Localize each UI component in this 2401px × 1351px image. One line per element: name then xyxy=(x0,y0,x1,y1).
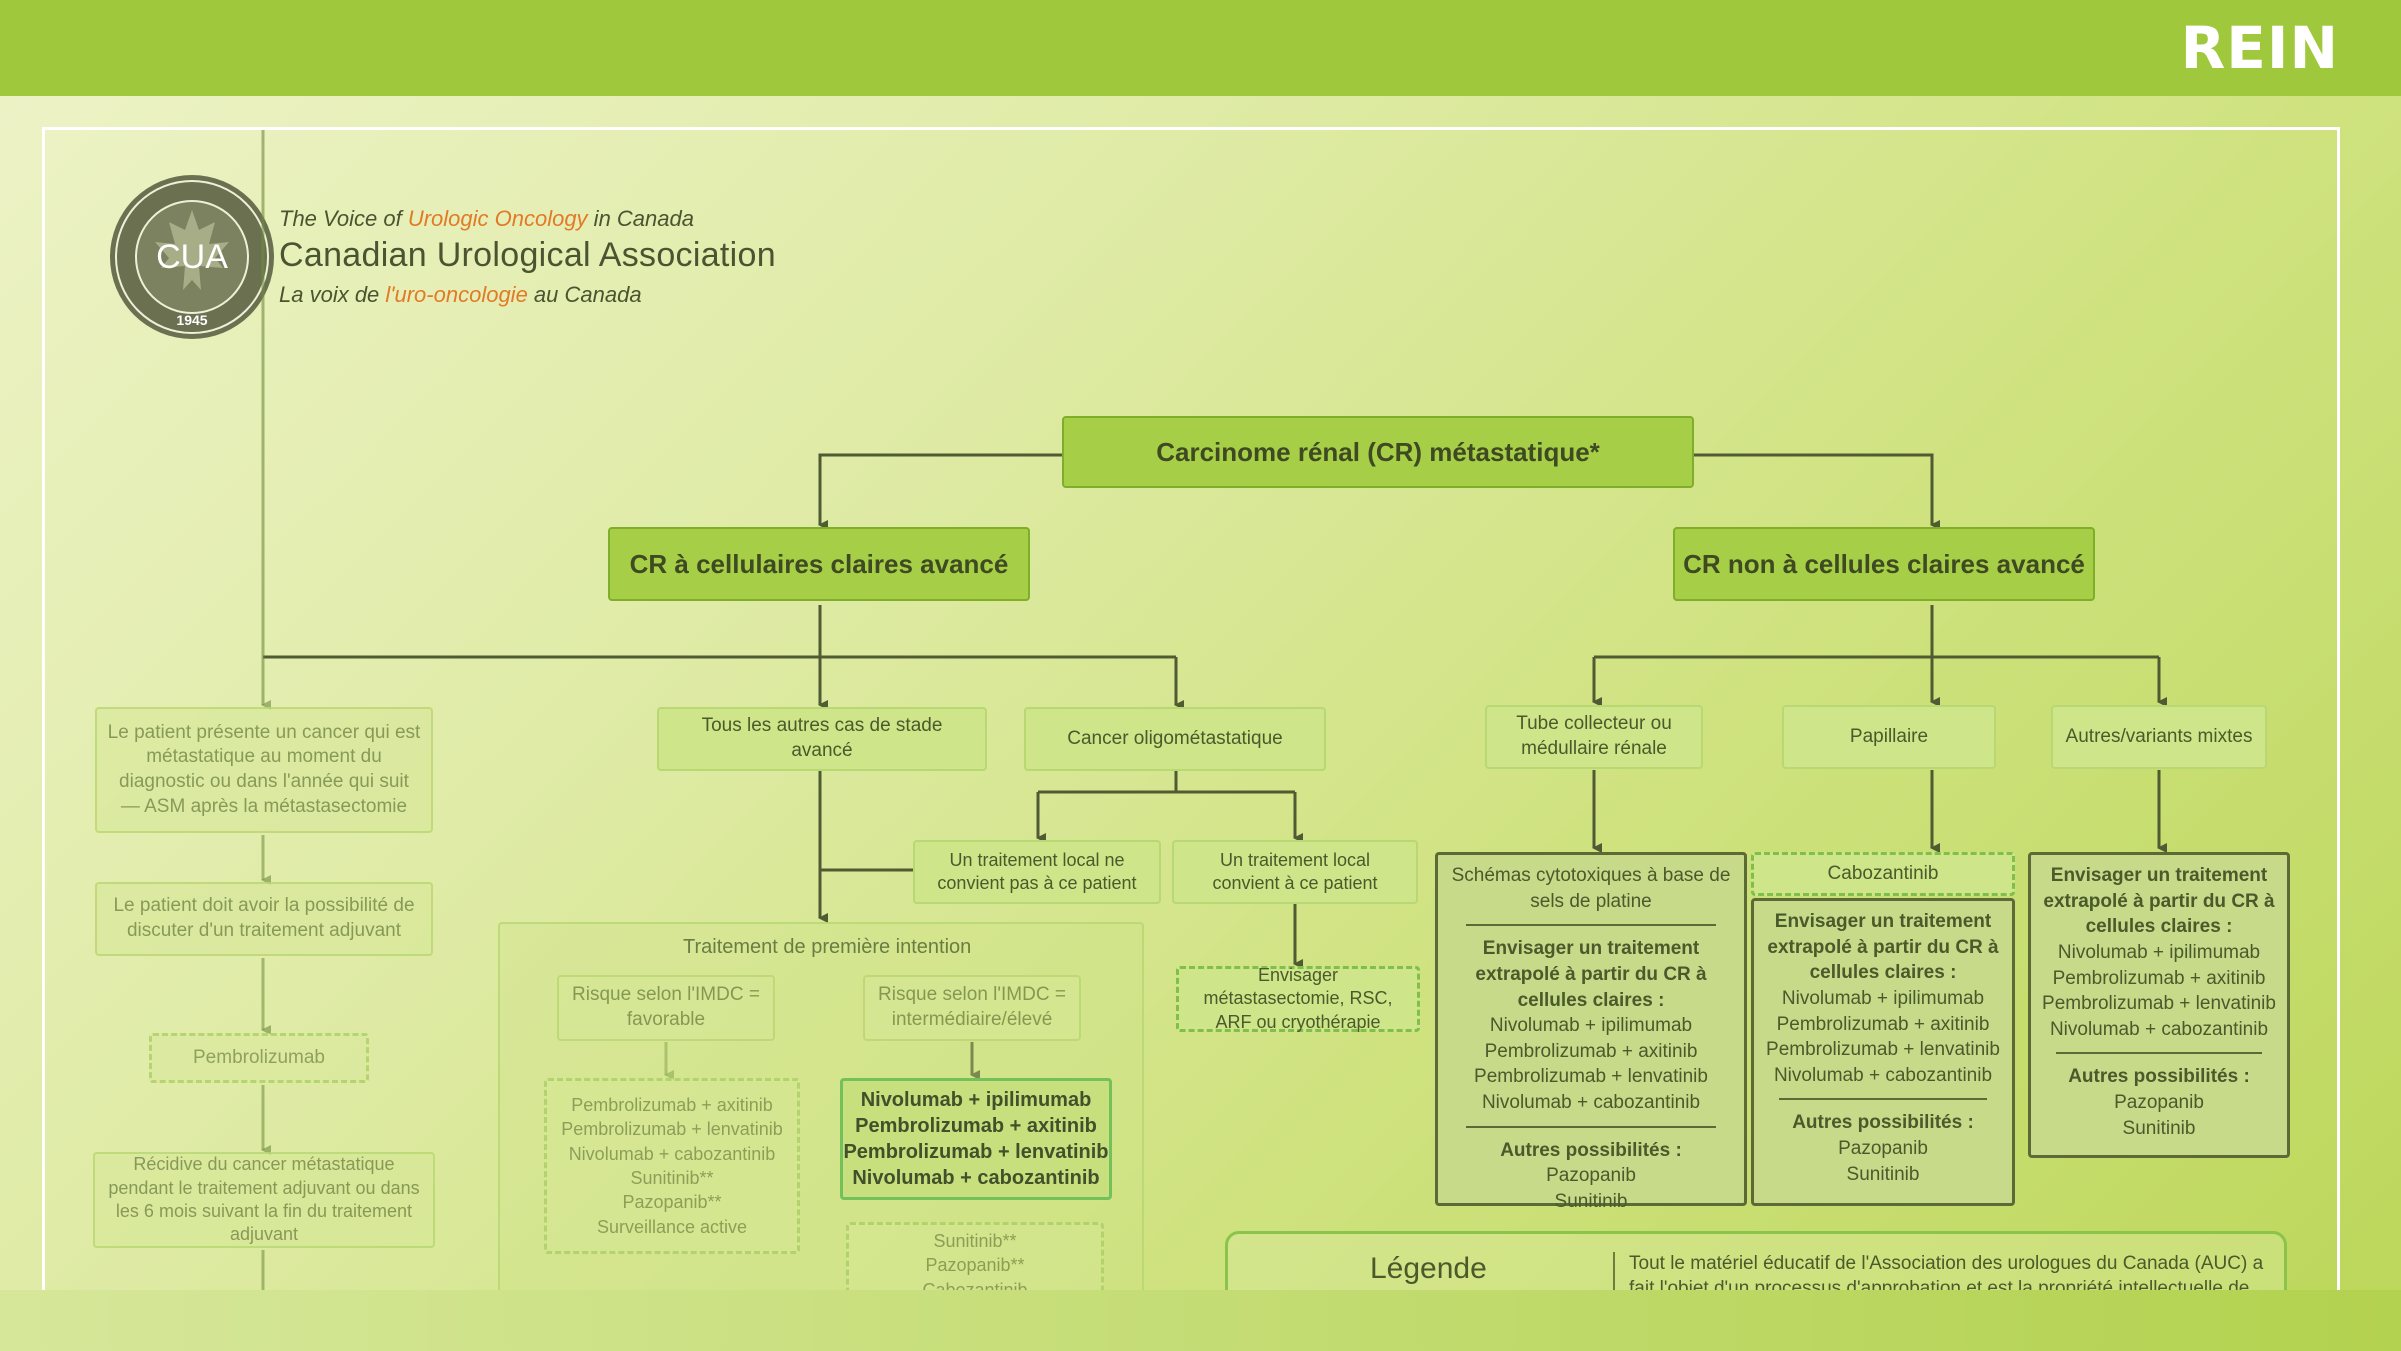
node-local-not-suitable: Un traitement local ne convient pas à ce… xyxy=(913,840,1161,904)
diagram-frame: CUA 1945 The Voice of Urologic Oncology … xyxy=(42,127,2340,1293)
legend-title: Légende xyxy=(1370,1252,1487,1285)
logo-tagline-fr: La voix de l'uro-oncologie au Canada xyxy=(279,282,642,307)
node-recurrence: Récidive du cancer métastatique pendant … xyxy=(93,1152,435,1248)
svg-text:CUA: CUA xyxy=(156,238,228,276)
node-metastasectomy: Envisager métastasectomie, RSC, ARF ou c… xyxy=(1176,965,1420,1032)
svg-text:1945: 1945 xyxy=(176,312,207,328)
node-imdc-favorable: Risque selon l'IMDC = favorable xyxy=(557,975,775,1041)
node-papillary: Papillaire xyxy=(1782,705,1996,769)
node-mixed-variants: Autres/variants mixtes xyxy=(2051,705,2267,769)
section-title-rein: REIN xyxy=(2180,14,2339,82)
node-cabozantinib: Cabozantinib xyxy=(1751,852,2015,896)
node-pembrolizumab: Pembrolizumab xyxy=(149,1033,369,1083)
cua-seal-logo: CUA 1945 xyxy=(110,175,274,339)
panel-papillary: Envisager un traitement extrapolé à part… xyxy=(1751,898,2015,1206)
node-non-clear-cell: CR non à cellules claires avancé xyxy=(1673,527,2095,601)
node-adjuvant-patient: Le patient présente un cancer qui est mé… xyxy=(95,707,433,833)
node-adjuvant-discuss: Le patient doit avoir la possibilité de … xyxy=(95,882,433,956)
top-banner xyxy=(0,0,2401,96)
node-clear-cell: CR à cellulaires claires avancé xyxy=(608,527,1030,601)
connector-lines xyxy=(261,130,2167,1290)
node-imdc-intermediate: Risque selon l'IMDC = intermédiaire/élev… xyxy=(863,975,1081,1041)
panel-collecting-duct: Schémas cytotoxiques à base de sels de p… xyxy=(1435,852,1747,1212)
bottom-strip xyxy=(0,1290,2401,1351)
legend-text: Tout le matériel éducatif de l'Associati… xyxy=(1613,1252,2269,1290)
list-intermediate-alternatives: Sunitinib**Pazopanib**Cabozantinib xyxy=(846,1222,1104,1290)
logo-org-name: Canadian Urological Association xyxy=(279,236,776,274)
legend-box xyxy=(1225,1231,2287,1290)
panel-mixed-variants: Envisager un traitement extrapolé à part… xyxy=(2028,852,2290,1158)
node-root: Carcinome rénal (CR) métastatique* xyxy=(1062,416,1694,488)
node-local-suitable: Un traitement local convient à ce patien… xyxy=(1172,840,1418,904)
node-all-other: Tous les autres cas de stade avancé xyxy=(657,707,987,771)
first-line-title: Traitement de première intention xyxy=(683,936,972,958)
logo-tagline-en: The Voice of Urologic Oncology in Canada xyxy=(279,206,694,231)
node-oligometastatic: Cancer oligométastatique xyxy=(1024,707,1326,771)
node-collecting-duct: Tube collecteur ou médullaire rénale xyxy=(1485,705,1703,769)
